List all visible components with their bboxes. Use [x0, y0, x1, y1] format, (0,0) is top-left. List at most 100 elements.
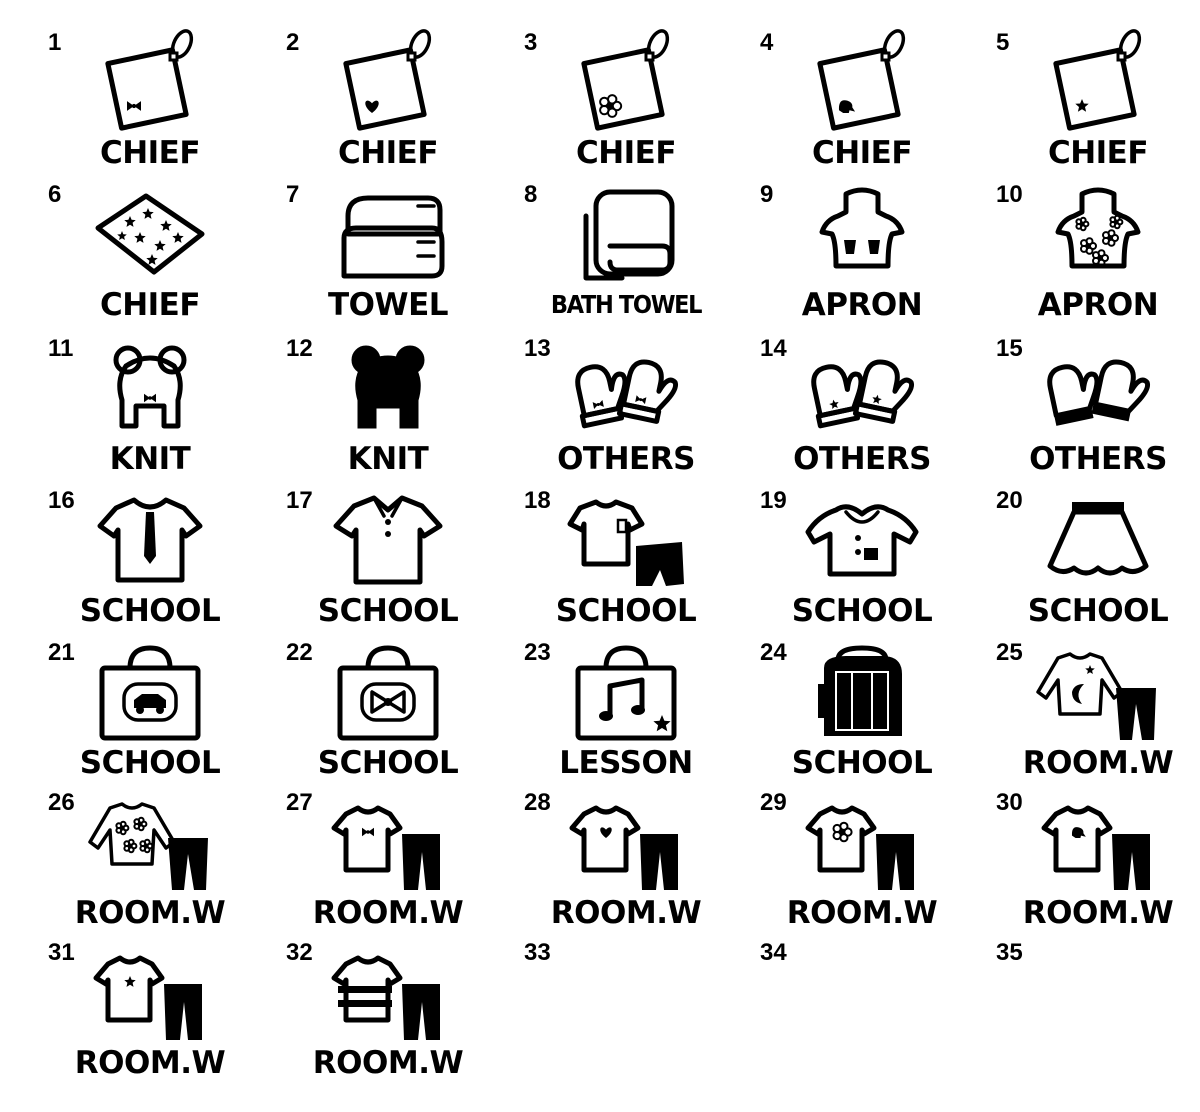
tshirt-pants-star-icon — [90, 944, 210, 1040]
item-label: SCHOOL — [79, 745, 221, 781]
item-label: SCHOOL — [791, 745, 933, 781]
item-number: 2 — [286, 29, 300, 56]
folded-towel-icon — [328, 186, 448, 282]
item-number: 28 — [524, 789, 551, 816]
bag-music-note-icon — [566, 644, 686, 741]
school-backpack-icon — [802, 644, 922, 740]
pajamas-flowers-icon — [88, 794, 210, 890]
item-label: APRON — [1037, 287, 1159, 323]
item-label: KNIT — [347, 441, 429, 477]
item-number: 34 — [760, 939, 787, 966]
handkerchief-heart-icon — [328, 29, 448, 131]
handkerchief-flower-icon — [566, 29, 686, 131]
item-number: 32 — [286, 939, 313, 966]
item-label: CHIEF — [337, 135, 439, 171]
item-label: OTHERS — [557, 441, 695, 477]
item-label: ROOM.W — [1022, 895, 1174, 931]
item-label: SCHOOL — [79, 593, 221, 629]
item-number: 16 — [48, 487, 75, 514]
item-number: 4 — [760, 29, 774, 56]
catalog-item-28: 28 ROOM.W — [476, 790, 712, 942]
catalog-item-15: 15 OTHERS — [948, 336, 1184, 488]
handkerchief-elephant-icon — [802, 29, 922, 131]
item-label: TOWEL — [327, 287, 449, 323]
item-label: ROOM.W — [74, 1045, 226, 1081]
item-label: SCHOOL — [317, 593, 459, 629]
catalog-item-30: 30 ROOM.W — [948, 790, 1184, 942]
mittens-star-icon — [802, 340, 922, 436]
catalog-item-32: 32 ROOM.W — [238, 940, 474, 1092]
item-label: BATH TOWEL — [550, 290, 703, 319]
catalog-item-2: 2 CHIEF — [238, 29, 474, 182]
item-number: 26 — [48, 789, 75, 816]
bag-car-icon — [90, 644, 210, 741]
handkerchief-star-icon — [1038, 29, 1158, 131]
tshirt-pants-stripes-icon — [328, 944, 448, 1040]
item-number: 31 — [48, 939, 75, 966]
item-label: LESSON — [559, 745, 693, 781]
smock-icon — [802, 492, 922, 588]
item-number: 17 — [286, 487, 313, 514]
item-number: 20 — [996, 487, 1023, 514]
item-label: CHIEF — [575, 135, 677, 171]
catalog-item-1: 1 CHIEF — [0, 29, 236, 182]
knit-hat-outline-icon — [90, 340, 210, 436]
shirt-tie-icon — [90, 492, 210, 588]
handkerchief-ribbon-icon — [90, 29, 210, 131]
item-number: 7 — [286, 181, 300, 208]
item-label: SCHOOL — [791, 593, 933, 629]
item-number: 5 — [996, 29, 1010, 56]
item-label: ROOM.W — [1022, 745, 1174, 781]
catalog-item-35: 35 — [948, 940, 1184, 1092]
catalog-item-27: 27 ROOM.W — [238, 790, 474, 942]
item-number: 33 — [524, 939, 551, 966]
item-number: 14 — [760, 335, 787, 362]
item-number: 12 — [286, 335, 313, 362]
catalog-item-34: 34 — [712, 940, 948, 1092]
catalog-item-23: 23 LESSON — [476, 640, 712, 792]
catalog-item-4: 4 CHIEF — [712, 29, 948, 182]
knit-hat-filled-icon — [328, 340, 448, 436]
gym-shirt-shorts-icon — [566, 492, 686, 588]
catalog-item-31: 31 ROOM.W — [0, 940, 236, 1092]
catalog-item-33: 33 — [476, 940, 712, 1092]
catalog-item-10: 10 APRON — [948, 182, 1184, 334]
item-label: SCHOOL — [317, 745, 459, 781]
item-label: CHIEF — [1047, 135, 1149, 171]
item-number: 23 — [524, 639, 551, 666]
mittens-ribbon-icon — [566, 340, 686, 436]
rolled-bath-towel-icon — [566, 186, 686, 282]
item-label: CHIEF — [99, 287, 201, 323]
item-label: OTHERS — [793, 441, 931, 477]
item-label: OTHERS — [1029, 441, 1167, 477]
item-number: 18 — [524, 487, 551, 514]
apron-flowers-icon — [1038, 186, 1158, 282]
item-number: 30 — [996, 789, 1023, 816]
item-number: 29 — [760, 789, 787, 816]
item-number: 11 — [48, 335, 74, 362]
item-number: 8 — [524, 181, 538, 208]
catalog-item-9: 9 APRON — [712, 182, 948, 334]
polo-shirt-icon — [328, 492, 448, 588]
apron-pockets-icon — [802, 186, 922, 282]
skirt-icon — [1038, 492, 1158, 588]
item-label: CHIEF — [99, 135, 201, 171]
item-label: KNIT — [109, 441, 191, 477]
item-number: 6 — [48, 181, 62, 208]
item-number: 35 — [996, 939, 1023, 966]
catalog-item-29: 29 ROOM.W — [712, 790, 948, 942]
item-label: APRON — [801, 287, 923, 323]
catalog-item-13: 13 OTHERS — [476, 336, 712, 488]
catalog-item-12: 12 KNIT — [238, 336, 474, 488]
